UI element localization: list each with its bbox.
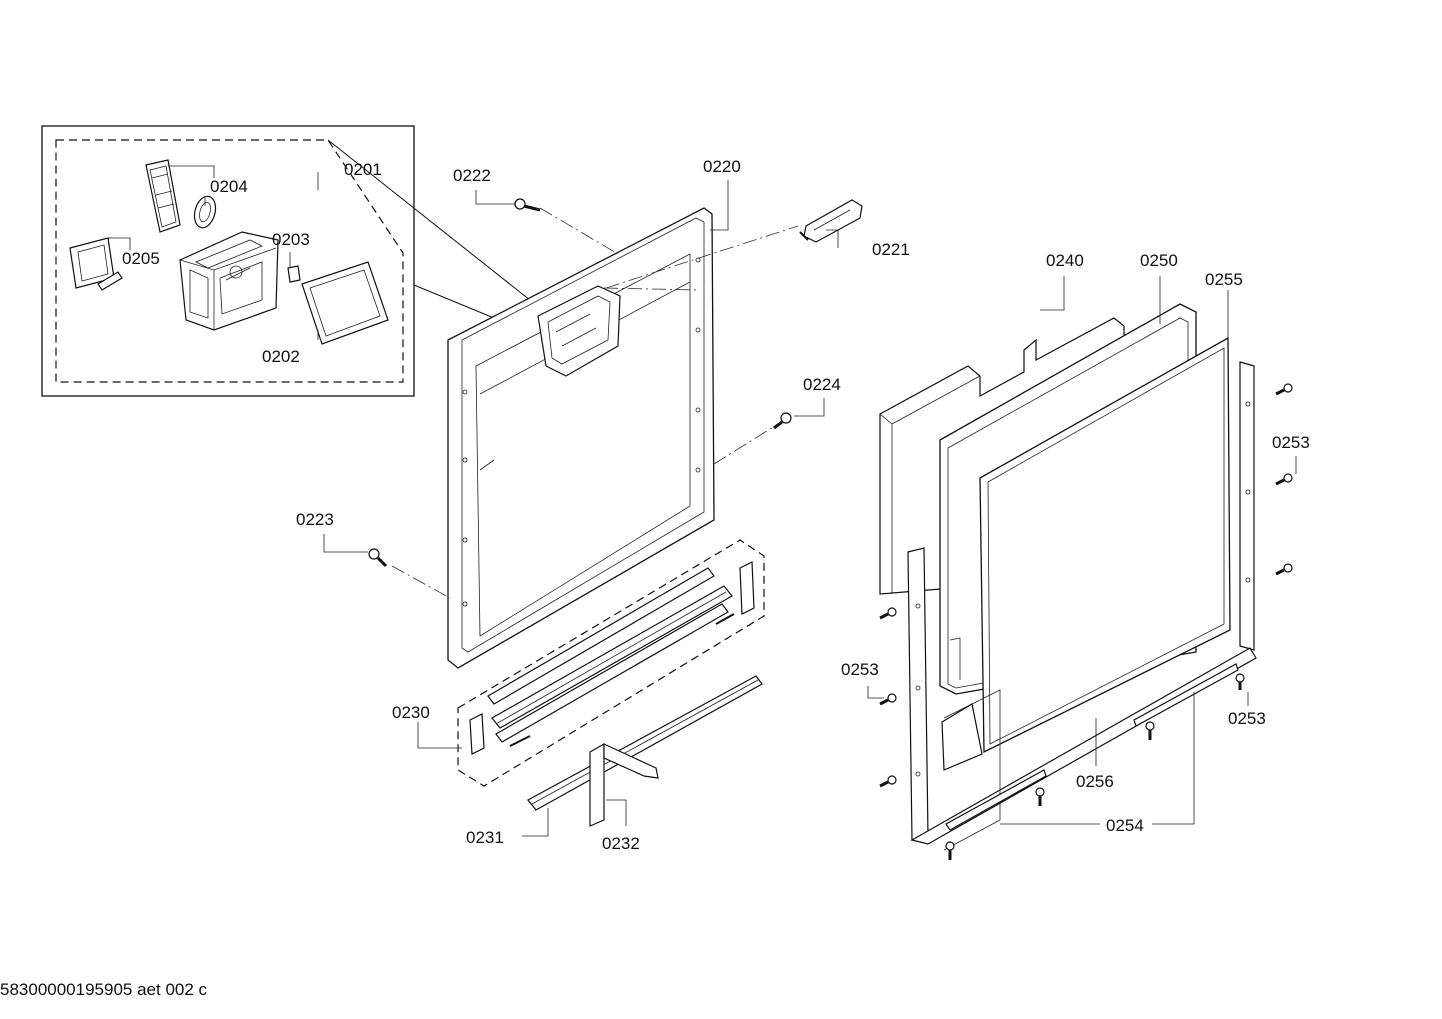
- leader-lines: [323, 180, 1297, 837]
- assembly-axes: [391, 207, 799, 599]
- label-0253-right: 0253: [1272, 433, 1310, 452]
- part-0254-strips: [945, 663, 1239, 831]
- label-0254: 0254: [1106, 816, 1144, 835]
- label-0220: 0220: [703, 157, 741, 176]
- label-0221: 0221: [872, 240, 910, 259]
- label-0203: 0203: [272, 230, 310, 249]
- part-0231-bar: [527, 675, 763, 811]
- label-0232: 0232: [602, 834, 640, 853]
- label-0202: 0202: [262, 347, 300, 366]
- part-right-side-rail: [1239, 361, 1255, 651]
- label-0201: 0201: [344, 160, 382, 179]
- part-0253-screws: [879, 383, 1293, 860]
- part-0221-latch: [799, 199, 863, 243]
- part-0255-glass: [979, 336, 1231, 754]
- part-control-housing: [179, 231, 279, 331]
- label-0250: 0250: [1140, 251, 1178, 270]
- label-0240: 0240: [1046, 251, 1084, 270]
- part-0230-rail-group: [457, 539, 765, 787]
- part-0220-inner-door: [447, 207, 715, 669]
- part-0223-screw: [368, 548, 388, 568]
- drawing-reference-number: 58300000195905 aet 002 c: [0, 980, 208, 999]
- part-0224-screw: [773, 412, 792, 430]
- label-0230: 0230: [392, 703, 430, 722]
- part-0202-frame: [301, 261, 389, 345]
- label-0223: 0223: [296, 510, 334, 529]
- part-0204-handle: [145, 159, 217, 233]
- label-0256: 0256: [1076, 772, 1114, 791]
- part-0232-bracket: [589, 742, 659, 827]
- inset-leaders: [108, 165, 319, 340]
- label-0253-left: 0253: [841, 660, 879, 679]
- label-0205: 0205: [122, 249, 160, 268]
- label-0204: 0204: [210, 177, 248, 196]
- label-0255: 0255: [1205, 270, 1243, 289]
- label-0222: 0222: [453, 166, 491, 185]
- label-0224: 0224: [803, 375, 841, 394]
- part-0256-bottom-panel: [941, 703, 983, 771]
- part-0203-clip: [287, 265, 301, 283]
- part-0222-screw: [514, 198, 541, 212]
- label-0253-bottom: 0253: [1228, 709, 1266, 728]
- part-0205-plate: [69, 237, 123, 291]
- label-0231: 0231: [466, 828, 504, 847]
